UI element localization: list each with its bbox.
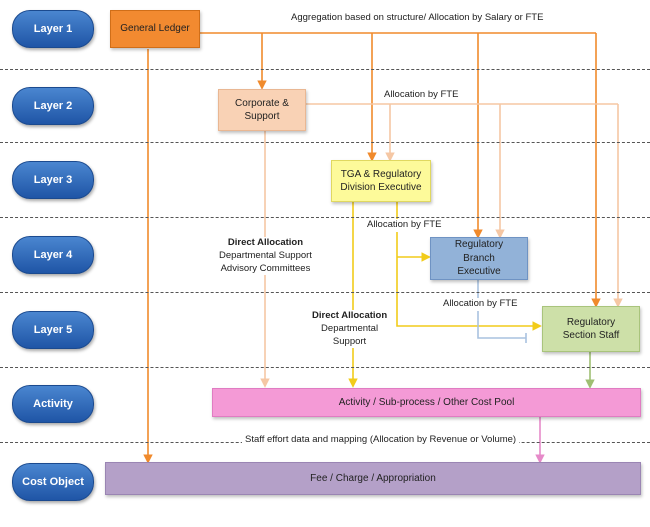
direct-allocation-1-line2: Advisory Committees (220, 262, 311, 274)
direct-allocation-1-title: Direct Allocation (227, 237, 304, 248)
label-direct-allocation-2: Direct Allocation Departmental Support (309, 310, 391, 349)
arrow-tga-trunk (396, 202, 542, 331)
divider-4 (0, 292, 650, 293)
regulatory-section-box: Regulatory Section Staff (542, 306, 640, 352)
layer-pill-3: Layer 3 (12, 161, 94, 199)
corporate-support-box: Corporate & Support (218, 89, 306, 131)
label-aggregation: Aggregation based on structure/ Allocati… (288, 12, 547, 25)
direct-allocation-2-line1: Departmental (321, 322, 379, 334)
label-allocation-fte-layer2: Allocation by FTE (381, 89, 462, 102)
general-ledger-box: General Ledger (110, 10, 200, 48)
regulatory-branch-box: Regulatory Branch Executive (430, 237, 528, 280)
activity-pool-box: Activity / Sub-process / Other Cost Pool (212, 388, 641, 417)
layer-pill-4: Layer 4 (12, 236, 94, 274)
direct-allocation-2-title: Direct Allocation (312, 310, 388, 321)
label-direct-allocation-1: Direct Allocation Departmental Support A… (216, 237, 315, 276)
divider-2 (0, 142, 650, 143)
direct-allocation-2-line2: Support (332, 335, 367, 347)
layer-pill-2: Layer 2 (12, 87, 94, 125)
divider-5 (0, 367, 650, 368)
fee-charge-box: Fee / Charge / Appropriation (105, 462, 641, 495)
label-allocation-fte-layer5: Allocation by FTE (440, 298, 521, 311)
layer-pill-activity: Activity (12, 385, 94, 423)
layer-pill-1: Layer 1 (12, 10, 94, 48)
label-allocation-fte-layer4: Allocation by FTE (364, 219, 445, 232)
divider-3 (0, 217, 650, 218)
layer-pill-5: Layer 5 (12, 311, 94, 349)
tga-regulatory-box: TGA & Regulatory Division Executive (331, 160, 431, 202)
divider-1 (0, 69, 650, 70)
label-staff-effort: Staff effort data and mapping (Allocatio… (242, 434, 520, 447)
direct-allocation-1-line1: Departmental Support (219, 249, 312, 261)
layer-pill-cost-object: Cost Object (12, 463, 94, 501)
